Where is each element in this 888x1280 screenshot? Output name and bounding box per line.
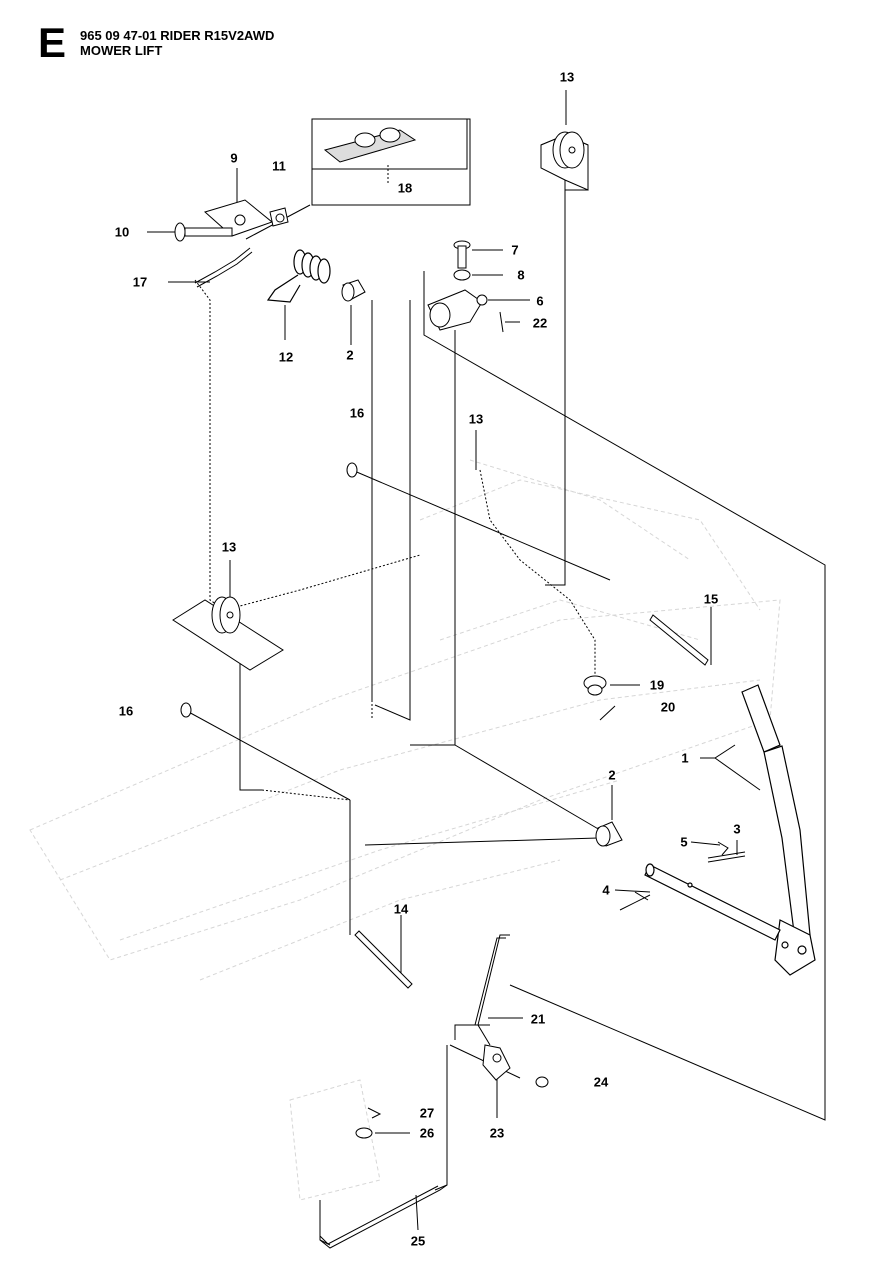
diagram-subtitle: MOWER LIFT <box>80 43 163 58</box>
callout-8: 8 <box>517 267 525 283</box>
callout-3: 3 <box>733 821 741 837</box>
washer-part-16-upper <box>346 462 358 478</box>
bushing-part-19 <box>583 675 607 696</box>
callout-4: 4 <box>602 882 610 898</box>
rod-part-21 <box>474 934 510 1046</box>
callout-13-top: 13 <box>559 69 575 85</box>
chain-part-17 <box>194 247 253 288</box>
callout-16-upper: 16 <box>349 405 365 421</box>
callout-24: 24 <box>593 1074 609 1090</box>
bolt-part-10 <box>174 222 233 242</box>
callout-18: 18 <box>397 180 413 196</box>
callout-14: 14 <box>393 901 409 917</box>
bushing-part-2-top <box>341 279 366 302</box>
pin-part-22 <box>499 311 504 333</box>
cable-dotted <box>194 279 596 801</box>
shaft-part-15 <box>649 614 709 666</box>
callout-21: 21 <box>530 1011 546 1027</box>
lift-shaft <box>644 863 781 941</box>
callout-26: 26 <box>419 1125 435 1141</box>
callout-16-lower: 16 <box>118 703 134 719</box>
callout-22: 22 <box>532 315 548 331</box>
callout-13-mid: 13 <box>468 411 484 427</box>
callout-20: 20 <box>660 699 676 715</box>
spring-part-12 <box>266 249 331 303</box>
bracket-part-6 <box>427 289 488 331</box>
nut-part-8 <box>453 269 471 281</box>
callout-15: 15 <box>703 591 719 607</box>
callout-7: 7 <box>511 242 519 258</box>
nut-part-24 <box>535 1076 549 1088</box>
callout-11: 11 <box>272 158 286 174</box>
pin-part-27 <box>367 1107 382 1119</box>
lift-handle-part-1 <box>741 684 816 976</box>
callout-5: 5 <box>680 834 688 850</box>
chassis-ghost <box>29 459 781 1201</box>
shaft-part-14 <box>354 930 413 989</box>
callout-2-top: 2 <box>346 347 354 363</box>
washer-part-16-lower <box>180 702 192 718</box>
arm-part-23 <box>482 1044 511 1081</box>
callout-17: 17 <box>132 274 148 290</box>
callout-9: 9 <box>230 150 238 166</box>
bushing-part-2-lower <box>595 821 623 847</box>
rod-part-25 <box>319 1184 448 1249</box>
section-letter: E <box>38 19 67 66</box>
pulley-part-13-top <box>540 131 589 191</box>
callout-13-left: 13 <box>221 539 237 555</box>
leader-lines <box>147 90 826 1246</box>
callout-27: 27 <box>419 1105 435 1121</box>
callout-1: 1 <box>681 750 689 766</box>
pin-part-4 <box>619 891 651 911</box>
callout-25: 25 <box>410 1233 426 1249</box>
pin-part-3 <box>707 851 746 863</box>
model-title: 965 09 47-01 RIDER R15V2AWD <box>80 28 275 43</box>
pulley-part-13-left <box>172 596 284 671</box>
clip-part-5 <box>717 841 729 856</box>
callout-12: 12 <box>278 349 294 365</box>
bolt-part-7 <box>453 240 471 269</box>
callout-2-lower: 2 <box>608 767 616 783</box>
callout-19: 19 <box>649 677 665 693</box>
detail-inset-18 <box>311 118 471 206</box>
callout-10: 10 <box>114 224 130 240</box>
callout-6: 6 <box>536 293 544 309</box>
pin-part-20 <box>599 705 616 721</box>
washer-part-26 <box>355 1127 373 1139</box>
callout-23: 23 <box>489 1125 505 1141</box>
